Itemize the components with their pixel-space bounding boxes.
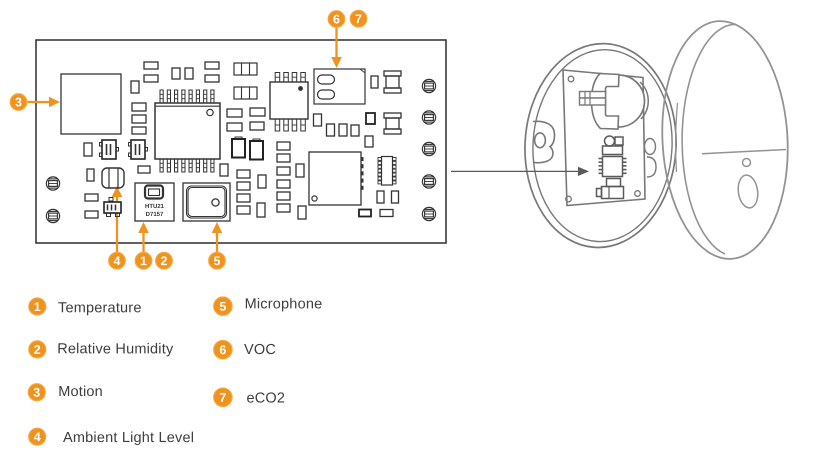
svg-text:7: 7 [219,391,226,405]
svg-text:4: 4 [34,430,41,444]
svg-text:6: 6 [333,12,340,26]
svg-text:Temperature: Temperature [58,300,142,316]
svg-text:HTU21: HTU21 [145,204,165,210]
svg-text:3: 3 [15,95,22,109]
svg-text:6: 6 [219,343,226,357]
svg-text:2: 2 [161,254,168,268]
svg-text:3: 3 [33,386,40,400]
svg-text:7: 7 [355,12,362,26]
svg-text:Relative Humidity: Relative Humidity [57,341,174,357]
svg-text:4: 4 [114,254,121,268]
svg-text:5: 5 [219,300,226,314]
svg-text:5: 5 [214,254,221,268]
svg-text:D7157: D7157 [146,212,164,218]
svg-text:VOC: VOC [244,342,276,358]
svg-text:Motion: Motion [58,384,103,400]
svg-text:2: 2 [34,343,41,357]
svg-text:1: 1 [140,254,147,268]
svg-text:1: 1 [34,300,41,314]
svg-text:eCO2: eCO2 [246,391,285,407]
svg-text:Ambient Light Level: Ambient Light Level [63,430,194,446]
svg-text:Microphone: Microphone [245,296,323,312]
